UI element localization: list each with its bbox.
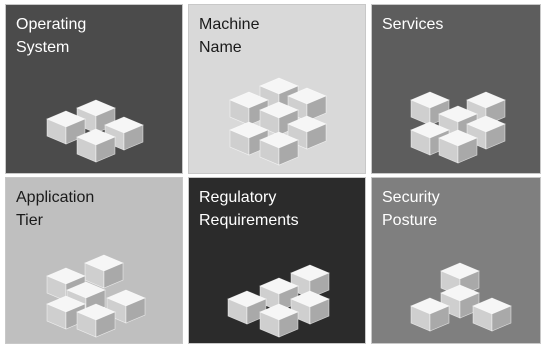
cube-shape [438, 129, 478, 164]
cubes-icon [227, 264, 330, 338]
cubes-icon [229, 77, 327, 166]
tile-label: Regulatory Requirements [199, 189, 299, 229]
tile-regulatory-requirements: Regulatory Requirements [188, 177, 366, 344]
cube-shape [290, 290, 330, 325]
cube-shape [76, 303, 116, 338]
cube-shape [410, 297, 450, 332]
tile-security-posture: Security Posture [371, 177, 541, 344]
tile-machine-name: Machine Name [188, 4, 366, 174]
cubes-icon [46, 254, 146, 338]
cubes-icon [410, 262, 512, 332]
tile-label: Operating System [16, 16, 87, 56]
tile-label: Application Tier [16, 189, 95, 229]
cube-shape [472, 297, 512, 332]
cube-shape [290, 264, 330, 299]
cube-shape [229, 121, 269, 156]
cube-shape [259, 131, 299, 166]
tile-label: Security Posture [382, 189, 440, 229]
cube-shape [76, 128, 116, 163]
tile-label: Services [382, 16, 444, 33]
cubes-icon [46, 99, 144, 163]
cube-shape [84, 254, 124, 289]
tile-operating-system: Operating System [5, 4, 183, 174]
tile-application-tier: Application Tier [5, 177, 183, 344]
cubes-icon [410, 91, 506, 164]
tile-label: Machine Name [199, 16, 260, 56]
tile-services: Services [371, 4, 541, 174]
cube-shape [227, 290, 267, 325]
cube-shape [229, 91, 269, 126]
cube-shape [259, 303, 299, 338]
